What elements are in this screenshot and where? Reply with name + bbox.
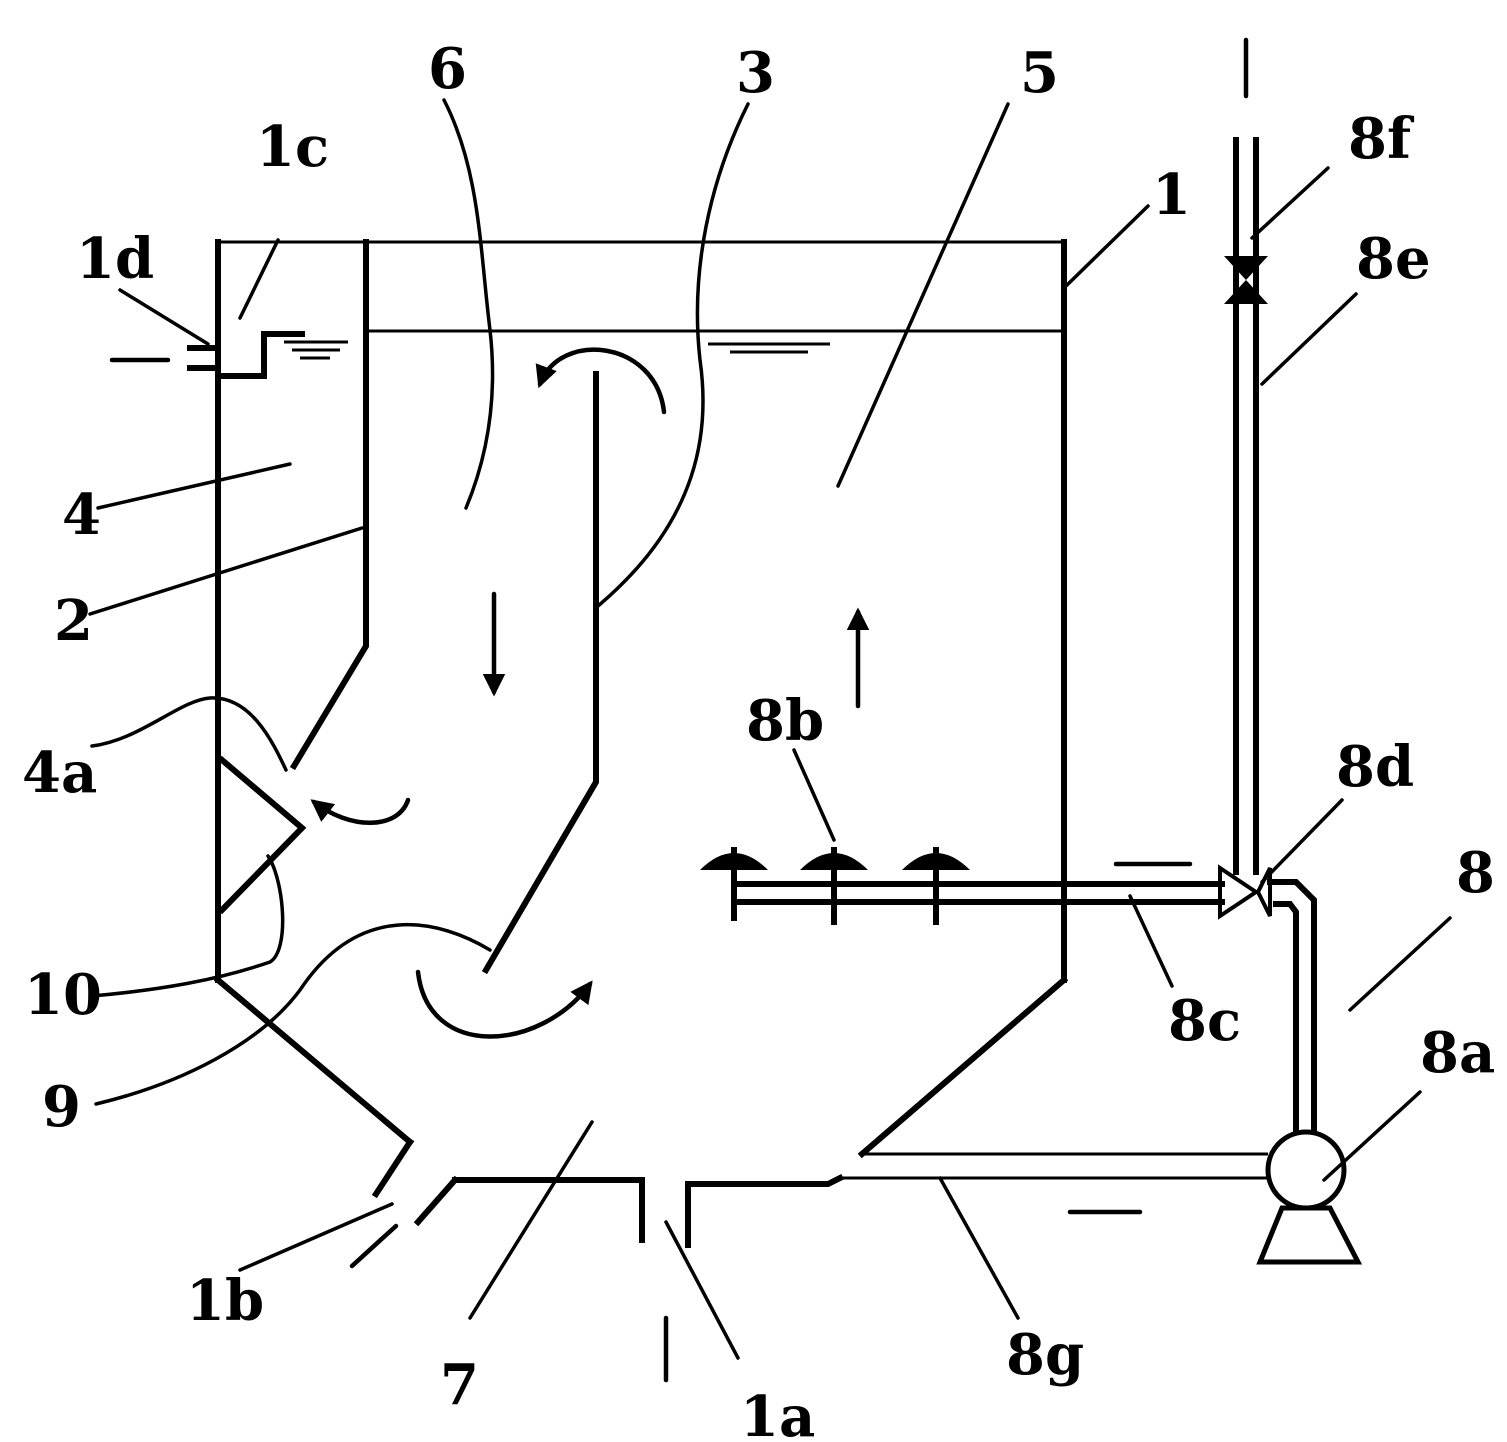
bottom-circulation-arrow bbox=[415, 969, 593, 1039]
water-return-pipe-inner bbox=[1273, 901, 1299, 1133]
diffuser-8b-icon bbox=[800, 847, 868, 925]
baffles bbox=[217, 239, 599, 975]
label-8b: 8b bbox=[746, 688, 824, 754]
diffuser-8b-icon bbox=[700, 847, 768, 921]
label-8d: 8d bbox=[1336, 734, 1414, 800]
bottom-plate-right bbox=[685, 1173, 845, 1248]
leader-5 bbox=[836, 102, 1010, 488]
leader-3 bbox=[596, 102, 750, 608]
overflow-weir bbox=[109, 331, 305, 379]
bottom-plate-left bbox=[452, 1177, 645, 1243]
baffle-3 bbox=[481, 371, 599, 975]
leader-10 bbox=[90, 854, 285, 998]
leader-8b bbox=[792, 748, 836, 842]
label-8f: 8f bbox=[1348, 106, 1415, 172]
tank-body bbox=[213, 239, 1069, 1248]
ejector-8d-icon bbox=[1218, 864, 1272, 920]
label-8: 8 bbox=[1456, 840, 1495, 906]
label-1: 1 bbox=[1152, 162, 1191, 228]
leader-8a bbox=[1322, 1090, 1422, 1182]
label-10: 10 bbox=[24, 962, 102, 1028]
leader-1 bbox=[1064, 204, 1150, 288]
leader-1b bbox=[238, 1202, 394, 1272]
label-1c: 1c bbox=[256, 114, 329, 180]
label-7: 7 bbox=[440, 1352, 479, 1418]
label-1a: 1a bbox=[740, 1384, 815, 1442]
label-4: 4 bbox=[62, 482, 101, 548]
leader-1d bbox=[118, 288, 210, 346]
hopper-right-slope bbox=[857, 975, 1069, 1159]
leader-8e bbox=[1260, 292, 1358, 386]
leader-7 bbox=[468, 1120, 594, 1320]
part-labels: 1 1a 1b 1c 1d 2 3 4 4a 5 6 7 8 8a 8b 8c … bbox=[22, 36, 1495, 1442]
label-8c: 8c bbox=[1168, 988, 1241, 1054]
leader-1a bbox=[664, 1220, 740, 1360]
settling-return-arrow bbox=[310, 797, 411, 825]
aeration-system bbox=[700, 37, 1363, 1265]
weir-trough bbox=[215, 331, 305, 379]
flow-arrows bbox=[310, 347, 870, 1039]
top-circulation-arrow bbox=[535, 347, 667, 415]
label-6: 6 bbox=[428, 36, 467, 102]
water-level bbox=[284, 329, 1064, 360]
valve-8f-icon bbox=[1224, 256, 1268, 304]
label-8g: 8g bbox=[1006, 1322, 1084, 1388]
leader-6 bbox=[442, 98, 495, 510]
label-1b: 1b bbox=[186, 1268, 264, 1334]
hopper-left-slope bbox=[213, 975, 415, 1147]
label-1d: 1d bbox=[76, 226, 154, 292]
leader-8g bbox=[938, 1176, 1020, 1320]
label-4a: 4a bbox=[22, 740, 97, 806]
inclined-plate-10 bbox=[217, 755, 307, 915]
leader-4a bbox=[90, 696, 288, 772]
label-9: 9 bbox=[42, 1074, 81, 1140]
leader-9 bbox=[94, 922, 492, 1106]
label-8e: 8e bbox=[1356, 226, 1431, 292]
leader-2 bbox=[88, 526, 364, 616]
outlet-1b-right-lip bbox=[413, 1175, 460, 1227]
label-3: 3 bbox=[736, 40, 775, 106]
sludge-outlet-arrow bbox=[349, 1223, 399, 1269]
label-5: 5 bbox=[1020, 40, 1059, 106]
leader-8f bbox=[1250, 166, 1330, 240]
leader-lines bbox=[88, 98, 1452, 1360]
baffle-2 bbox=[289, 239, 369, 771]
water-return-pipe-outer bbox=[1267, 879, 1317, 1133]
diffuser-8b-icon bbox=[902, 847, 970, 925]
label-2: 2 bbox=[54, 588, 93, 654]
leader-8 bbox=[1348, 916, 1452, 1012]
leader-8c bbox=[1128, 894, 1174, 988]
pump-8a-icon bbox=[1256, 1129, 1363, 1265]
leader-1c bbox=[238, 238, 280, 320]
outlet-1b-left-lip bbox=[371, 1137, 415, 1199]
leader-8d bbox=[1260, 798, 1344, 884]
leader-4 bbox=[96, 462, 292, 510]
label-8a: 8a bbox=[1420, 1020, 1495, 1086]
